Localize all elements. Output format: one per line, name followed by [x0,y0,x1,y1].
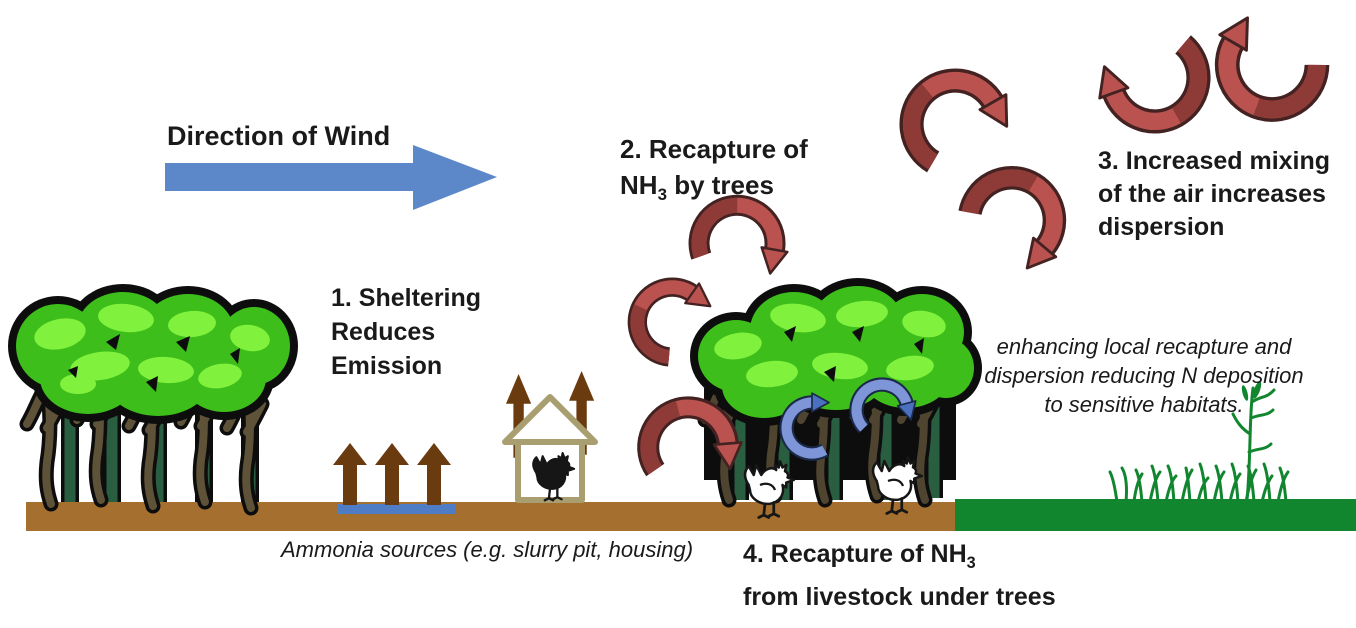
wind-direction-arrow [165,145,497,210]
red-swirl-arrow-6 [1096,32,1204,129]
step2-line: 2. Recapture of [620,134,808,164]
canopy-highlights [34,303,270,394]
step1-sheltering-label: 1. Sheltering Reduces Emission [331,281,481,383]
ammonia-sources-caption: Ammonia sources (e.g. slurry pit, housin… [281,537,694,562]
step4-line: 4. Recapture of NH3 [743,540,976,572]
emission-arrow-3 [417,443,451,505]
step2-recapture-label: 2. Recapture of NH3 by trees [620,131,808,213]
nh3-subscript: 3 [966,554,976,572]
benefit-note: enhancing local recapture and dispersion… [946,332,1342,419]
step2-line: NH3 by trees [620,170,774,205]
step3-line: dispersion [1098,213,1225,241]
step1-line: Emission [331,352,443,380]
step3-line: 3. Increased mixing [1098,147,1331,175]
emission-arrow-1 [333,443,367,505]
reed-plant-icon [1231,381,1276,502]
step4-livestock-label: 4. Recapture of NH3 from livestock under… [743,537,1056,614]
step4-line: from livestock under trees [743,583,1056,611]
canopy-shadows [68,334,240,392]
benefit-line: enhancing local recapture and [996,334,1292,359]
red-swirl-arrow-7 [1207,0,1328,126]
emission-arrow-2 [375,443,409,505]
benefit-line: to sensitive habitats. [1044,392,1244,417]
downwind-shelterbelt [690,278,982,500]
grass-strip [955,499,1356,531]
grass-tufts-icon [1108,462,1290,504]
canopy-shadows [784,326,924,382]
soil-strip [26,502,955,531]
nh3-subscript: 3 [657,185,667,205]
red-swirl-arrow-5 [963,166,1069,280]
left-shelterbelt [8,284,298,508]
step1-line: 1. Sheltering [331,284,482,312]
livestock-housing-icon [502,394,598,503]
red-swirl-arrow-4 [912,81,1007,162]
step3-line: of the air increases [1098,180,1326,208]
canopy-highlights [714,300,946,388]
slurry-pit-bar [338,504,456,514]
benefit-line: dispersion reducing N deposition [984,363,1304,388]
canopy-green [16,292,290,416]
wind-direction-label: Direction of Wind [167,121,391,151]
step1-line: Reduces [331,318,436,346]
step3-mixing-label: 3. Increased mixing of the air increases… [1098,145,1330,244]
